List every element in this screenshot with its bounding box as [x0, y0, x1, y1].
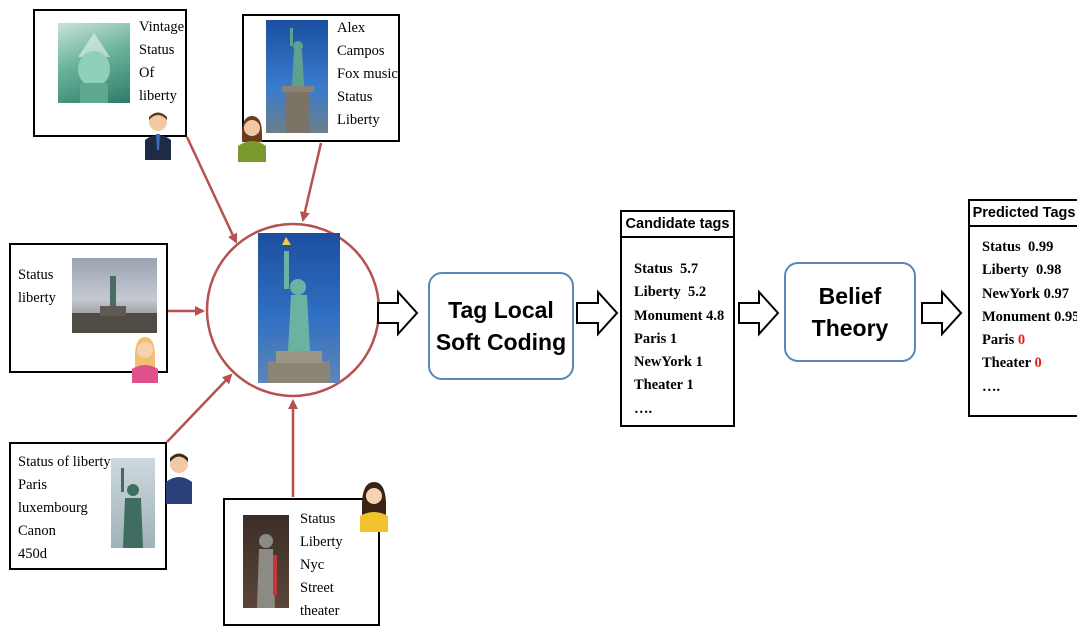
predicted-tags-title: Predicted Tags — [970, 201, 1077, 227]
predicted-tag-ellipsis: …. — [982, 378, 1001, 395]
post-2-tag: Fox music — [337, 66, 398, 82]
central-image — [258, 233, 340, 383]
post-5-tag: Street — [300, 580, 334, 596]
predicted-tag: Paris 0 — [982, 332, 1026, 349]
post-5-tag: Nyc — [300, 557, 325, 573]
step2-line-1: Belief — [818, 283, 882, 309]
female-user-icon — [132, 337, 158, 383]
step1-line-1: Tag Local — [448, 297, 554, 323]
predicted-tag: Monument 0.95 — [982, 308, 1077, 325]
arrow-post1-to-center — [185, 136, 238, 244]
candidate-tag-ellipsis: …. — [634, 400, 653, 417]
candidate-tags-box: Candidate tags Status 5.7 Liberty 5.2 Mo… — [620, 210, 735, 427]
block-arrow-3 — [738, 289, 780, 337]
post-5-tag: Status — [300, 511, 336, 527]
predicted-tags-box: Predicted Tags Status 0.99 Liberty 0.98 … — [968, 199, 1077, 417]
arrow-post4-to-center — [166, 373, 233, 443]
post-1-tag: Of — [139, 65, 155, 81]
candidate-tag: Paris 1 — [634, 330, 678, 347]
post-4-photo — [111, 458, 155, 548]
post-2-tag: Liberty — [337, 112, 380, 128]
belief-theory-step: Belief Theory — [784, 262, 916, 362]
post-1-photo — [58, 23, 130, 103]
candidate-tag: Theater 1 — [634, 377, 694, 394]
candidate-tags-title: Candidate tags — [622, 212, 733, 238]
predicted-tag: Status 0.99 — [982, 239, 1054, 255]
candidate-tag: Monument 4.8 — [634, 307, 725, 324]
post-3-tag: liberty — [18, 290, 56, 306]
post-5-tag: Liberty — [300, 534, 343, 550]
post-4-tag: Status of liberty — [18, 454, 111, 470]
female-user-icon — [360, 482, 388, 532]
post-4-tag: 450d — [18, 546, 47, 562]
post-4-tag: Paris — [18, 477, 47, 493]
post-5-tag: theater — [300, 603, 340, 619]
male-user-icon — [166, 453, 192, 504]
female-user-icon — [238, 116, 266, 162]
post-4-tag: Canon — [18, 523, 56, 539]
post-3-photo — [72, 258, 157, 333]
predicted-tag: Liberty 0.98 — [982, 262, 1062, 279]
block-arrow-1 — [377, 289, 419, 337]
post-2-tag: Alex — [337, 20, 366, 36]
post-4-tag: luxembourg — [18, 500, 88, 516]
candidate-tag: Liberty 5.2 — [634, 284, 707, 301]
male-user-icon — [145, 112, 171, 160]
predicted-tag: NewYork 0.97 — [982, 285, 1069, 302]
candidate-tag: Status 5.7 — [634, 261, 699, 277]
arrow-post2-to-center — [299, 142, 323, 222]
step1-line-2: Soft Coding — [435, 329, 567, 355]
tag-local-soft-coding-step: Tag Local Soft Coding — [428, 272, 574, 380]
candidate-tag: NewYork 1 — [634, 354, 703, 371]
block-arrow-2 — [576, 289, 619, 337]
predicted-tag: Theater 0 — [982, 355, 1042, 372]
post-1-tag: Status — [139, 42, 175, 58]
post-1-tag: Vintage — [139, 19, 185, 35]
post-2-photo — [266, 20, 328, 133]
post-2-tag: Status — [337, 89, 373, 105]
post-3-tag: Status — [18, 267, 54, 283]
post-5-photo — [243, 515, 289, 608]
post-1-tag: liberty — [139, 88, 177, 104]
post-2-tag: Campos — [337, 43, 385, 59]
block-arrow-4 — [921, 289, 963, 337]
step2-line-2: Theory — [811, 315, 889, 341]
